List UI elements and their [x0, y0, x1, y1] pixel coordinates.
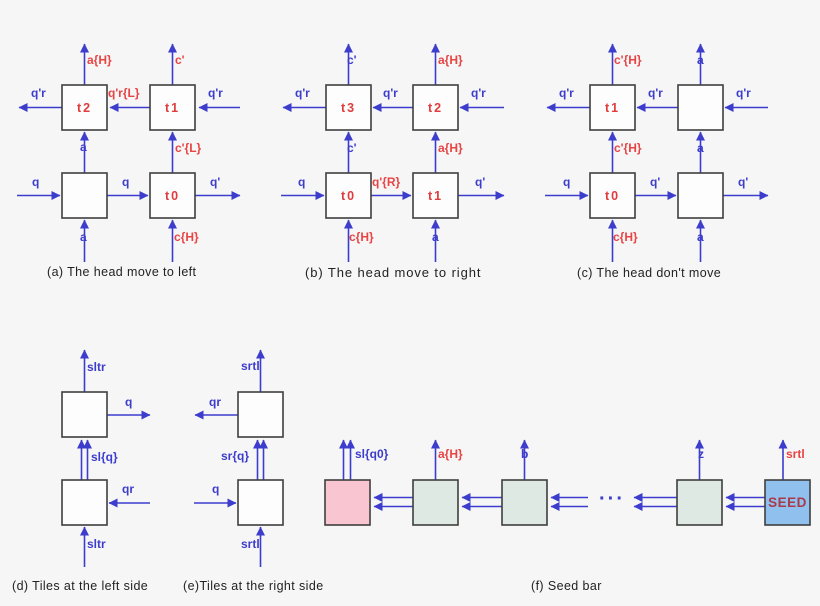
glue-label: q'r — [383, 86, 398, 100]
glue-label: a{H} — [438, 141, 463, 155]
glue-label: b — [521, 447, 528, 461]
tile-name: t0 — [605, 189, 620, 203]
tile-e-bottom — [237, 479, 284, 526]
tile-name: t2 — [77, 101, 92, 115]
tile-name: t3 — [341, 101, 356, 115]
glue-label: q — [298, 175, 305, 189]
glue-label: a{H} — [87, 53, 112, 67]
glue-label: c'{L} — [175, 141, 202, 155]
glue-label: sl{q} — [91, 450, 118, 464]
glue-label: c{H} — [613, 230, 638, 244]
glue-label: sr{q} — [221, 449, 249, 463]
figure-d: sltr q sl{q} qr sltr (d) Tiles at the le… — [12, 349, 151, 593]
glue-label: c' — [347, 53, 357, 67]
glue-label: q' — [650, 175, 660, 189]
glue-label: qr — [209, 395, 221, 409]
ellipsis: ··· — [599, 488, 625, 510]
glue-label: qr — [122, 482, 134, 496]
tile-d-top — [61, 391, 108, 438]
figure-a: t2 t1 t0 a{H} c' q'r q'r{L} q'r a c'{L} … — [17, 43, 241, 279]
tile-c-top-left — [589, 84, 636, 131]
glue-label: srtl — [241, 537, 260, 551]
glue-label: q' — [210, 175, 220, 189]
glue-label: q'r — [208, 86, 223, 100]
tile-b-top-right — [412, 84, 459, 131]
glue-label: q'r — [559, 86, 574, 100]
glue-label: c'{H} — [614, 141, 642, 155]
tile-name: t1 — [428, 189, 443, 203]
glue-label: a — [697, 141, 704, 155]
glue-label: q'r{L} — [108, 86, 140, 100]
tile-f-4 — [676, 479, 723, 526]
caption-a: (a) The head move to left — [47, 265, 197, 279]
glue-label: q — [563, 175, 570, 189]
tile-c-bottom-right — [677, 172, 724, 219]
glue-label: q — [122, 175, 129, 189]
glue-label: a — [697, 230, 704, 244]
tile-a-bottom-right — [149, 172, 196, 219]
glue-label: z — [698, 447, 704, 461]
tile-a-bottom-left — [61, 172, 108, 219]
glue-label: c{H} — [174, 230, 199, 244]
glue-label: a — [697, 53, 704, 67]
glue-label: sltr — [87, 360, 106, 374]
tile-d-bottom — [61, 479, 108, 526]
glue-label: q' — [738, 175, 748, 189]
figure-b: t3 t2 t0 t1 c' a{H} q'r q'r q'r c' a{H} … — [281, 43, 505, 280]
glue-label: c' — [175, 53, 185, 67]
tile-e-top — [237, 391, 284, 438]
figure-c: t1 t0 c'{H} a q'r q'r q'r c'{H} a q q' q… — [545, 43, 769, 280]
caption-d: (d) Tiles at the left side — [12, 579, 148, 593]
glue-label: q'r — [648, 86, 663, 100]
tile-f-3 — [501, 479, 548, 526]
tile-a-top-right — [149, 84, 196, 131]
figure-e: srtl qr sr{q} q srtl (e)Tiles at the rig… — [183, 349, 324, 593]
glue-label: q — [212, 482, 219, 496]
glue-label: q'r — [471, 86, 486, 100]
glue-label: c'{H} — [614, 53, 642, 67]
caption-f: (f) Seed bar — [531, 579, 602, 593]
tile-name: t1 — [605, 101, 620, 115]
glue-label: q'r — [295, 86, 310, 100]
glue-label: srtl — [786, 447, 805, 461]
tile-f-leftmost — [324, 479, 371, 526]
tile-f-2 — [412, 479, 459, 526]
tile-name: t1 — [165, 101, 180, 115]
caption-e: (e)Tiles at the right side — [183, 579, 324, 593]
glue-label: sl{q0} — [355, 447, 389, 461]
glue-label: a — [80, 140, 87, 154]
glue-label: c{H} — [349, 230, 374, 244]
glue-label: q — [32, 175, 39, 189]
tile-b-bottom-right — [412, 172, 459, 219]
glue-label: a — [432, 230, 439, 244]
glue-label: q'{R} — [372, 175, 401, 189]
tile-b-bottom-left — [325, 172, 372, 219]
tile-name: t0 — [165, 189, 180, 203]
glue-label: c' — [347, 141, 357, 155]
figure-f: ··· SEED sl{q0} a{H} b z srtl (f) Seed b… — [324, 439, 811, 593]
tile-name: t2 — [428, 101, 443, 115]
tile-c-bottom-left — [589, 172, 636, 219]
glue-label: sltr — [87, 537, 106, 551]
glue-label: a{H} — [438, 447, 463, 461]
caption-b: (b) The head move to right — [305, 265, 481, 280]
glue-label: q — [125, 395, 132, 409]
glue-label: q' — [475, 175, 485, 189]
tile-c-top-right — [677, 84, 724, 131]
glue-label: srtl — [241, 359, 260, 373]
tile-b-top-left — [325, 84, 372, 131]
glue-label: a — [80, 230, 87, 244]
tile-f-seed — [764, 479, 811, 526]
glue-label: q'r — [736, 86, 751, 100]
caption-c: (c) The head don't move — [577, 266, 721, 280]
glue-label: q'r — [31, 86, 46, 100]
tile-a-top-left — [61, 84, 108, 131]
glue-label: a{H} — [438, 53, 463, 67]
seed-tile-label: SEED — [768, 495, 807, 510]
tile-name: t0 — [341, 189, 356, 203]
